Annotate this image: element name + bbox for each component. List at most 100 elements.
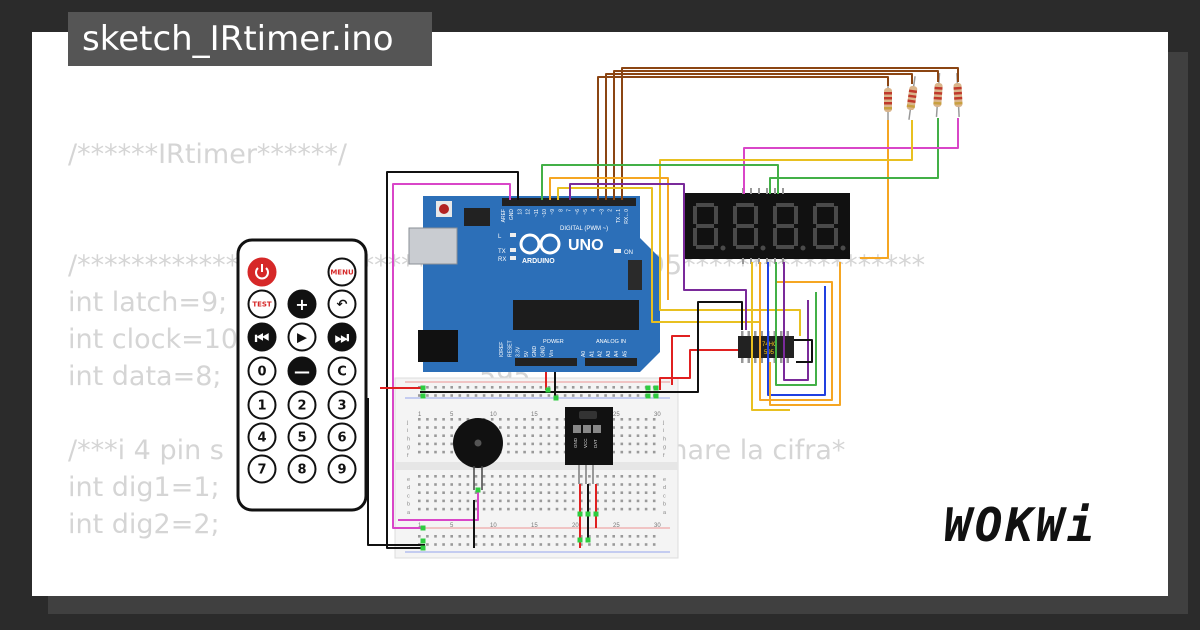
breadboard-hole bbox=[539, 499, 543, 503]
test-button[interactable]: TEST bbox=[247, 289, 277, 319]
digit-7-button[interactable]: 7 bbox=[247, 454, 277, 484]
icsp-header bbox=[464, 208, 490, 226]
digit-5-button[interactable]: 5 bbox=[287, 422, 317, 452]
play-button[interactable]: ▶ bbox=[287, 322, 317, 352]
breadboard-hole bbox=[418, 442, 421, 446]
breadboard-hole bbox=[482, 475, 486, 478]
breadboard-hole bbox=[628, 543, 632, 546]
breadboard-hole bbox=[474, 475, 478, 478]
breadboard-hole bbox=[652, 491, 656, 494]
digit-1-button[interactable]: 1 bbox=[247, 390, 277, 420]
arduino-logo-left bbox=[519, 233, 541, 255]
breadboard-hole bbox=[612, 491, 615, 494]
breadboard-hole bbox=[482, 491, 486, 494]
breadboard-hole bbox=[555, 442, 559, 446]
breadboard-hole bbox=[418, 535, 421, 538]
digit-9-button[interactable]: 9 bbox=[327, 454, 357, 484]
digit-4-button[interactable]: 4 bbox=[247, 422, 277, 452]
display-pin bbox=[774, 188, 776, 194]
breadboard-hole bbox=[531, 535, 534, 538]
remote-button-face bbox=[327, 322, 357, 352]
breadboard-hole bbox=[539, 507, 543, 511]
breadboard-hole bbox=[466, 491, 470, 494]
led-label: RX bbox=[498, 257, 506, 263]
breadboard-hole bbox=[482, 394, 486, 397]
resistor-array[interactable] bbox=[884, 72, 963, 122]
breadboard-hole bbox=[604, 507, 607, 511]
breadboard-hole bbox=[644, 475, 648, 478]
breadboard-hole bbox=[515, 491, 518, 494]
breadboard-hole bbox=[442, 418, 445, 421]
breadboard-hole bbox=[515, 450, 518, 454]
buzzer[interactable] bbox=[453, 418, 503, 490]
breadboard[interactable]: 115510101515202025253030jjiihhggffeeddcc… bbox=[394, 377, 679, 559]
column-number: 20 bbox=[572, 523, 579, 529]
power-button[interactable] bbox=[247, 257, 277, 287]
breadboard-hole bbox=[531, 450, 534, 454]
breadboard-hole bbox=[644, 491, 648, 494]
analog-pin-label: A2 bbox=[598, 351, 604, 357]
breadboard-hole bbox=[547, 450, 551, 454]
next-button[interactable]: ⏭ bbox=[327, 322, 357, 352]
breadboard-hole bbox=[580, 535, 583, 538]
wire bbox=[659, 120, 913, 336]
breadboard-hole bbox=[555, 483, 559, 486]
display-pin bbox=[758, 258, 760, 264]
breadboard-hole bbox=[612, 386, 615, 389]
prev-button[interactable]: ⏮ bbox=[247, 322, 277, 352]
remote-button-face bbox=[327, 289, 357, 319]
remote-button-label: ⏭ bbox=[335, 328, 350, 347]
digit-8-button[interactable]: 8 bbox=[287, 454, 317, 484]
digit-0-button[interactable]: 0 bbox=[247, 356, 277, 386]
remote-button-label: 1 bbox=[257, 399, 266, 414]
back-button[interactable]: ↶ bbox=[327, 289, 357, 319]
breadboard-hole bbox=[636, 475, 640, 478]
breadboard-hole bbox=[450, 394, 453, 397]
breadboard-hole bbox=[458, 543, 462, 546]
remote-button-label: 5 bbox=[297, 431, 306, 446]
breadboard-hole bbox=[636, 491, 640, 494]
row-letter: a bbox=[663, 510, 667, 516]
board-brand: ARDUINO bbox=[522, 258, 555, 265]
wire bbox=[549, 177, 669, 300]
resistor-band bbox=[954, 101, 963, 105]
remote-button-label: 8 bbox=[297, 463, 306, 478]
breadboard-hole bbox=[490, 483, 494, 486]
wire bbox=[541, 164, 779, 200]
clear-button[interactable]: C bbox=[327, 356, 357, 386]
row-letter: b bbox=[407, 502, 410, 508]
breadboard-hole bbox=[474, 386, 478, 389]
power-pin-label: 5V bbox=[524, 350, 530, 357]
breadboard-hole bbox=[418, 491, 421, 494]
display-segment bbox=[776, 203, 794, 207]
digit-3-button[interactable]: 3 bbox=[327, 390, 357, 420]
wire bbox=[420, 301, 743, 393]
breadboard-hole bbox=[466, 543, 470, 546]
wire bbox=[569, 183, 747, 330]
digital-pin-label: ~10 bbox=[542, 209, 548, 218]
digit-2-button[interactable]: 2 bbox=[287, 390, 317, 420]
breadboard-hole bbox=[426, 491, 429, 494]
breadboard-hole bbox=[507, 499, 510, 503]
breadboard-hole bbox=[426, 483, 429, 486]
plus-button[interactable]: + bbox=[287, 289, 317, 319]
breadboard-hole bbox=[652, 450, 656, 454]
minus-button[interactable]: — bbox=[287, 356, 317, 386]
breadboard-hole bbox=[490, 491, 494, 494]
column-number: 30 bbox=[654, 523, 661, 529]
digit-6-button[interactable]: 6 bbox=[327, 422, 357, 452]
breadboard-hole bbox=[547, 442, 551, 446]
breadboard-hole bbox=[515, 434, 518, 437]
breadboard-hole bbox=[644, 543, 648, 546]
breadboard-hole bbox=[636, 434, 640, 437]
breadboard-hole bbox=[515, 418, 518, 421]
menu-button[interactable]: MENU bbox=[327, 257, 357, 287]
breadboard-hole bbox=[620, 426, 624, 429]
wire-endpoint bbox=[420, 538, 426, 544]
seven-segment-display[interactable] bbox=[683, 188, 850, 264]
breadboard-hole bbox=[563, 491, 567, 494]
